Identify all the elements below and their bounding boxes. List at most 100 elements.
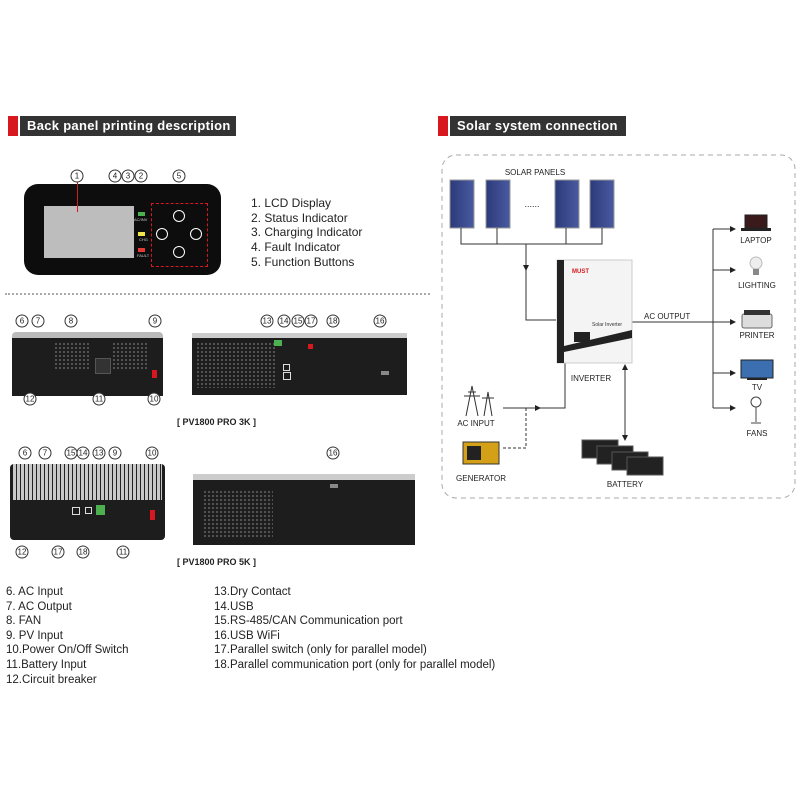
ac-output-label: AC OUTPUT [644,312,690,321]
status-led-label: AC/INV [134,217,148,222]
more-panels-dots: ...... [524,199,539,209]
rs485-port [283,372,291,380]
power-tower-icon [464,385,494,417]
load-label-tv: TV [752,383,763,392]
legend-item: 16.USB WiFi [214,629,280,642]
callout-11: 11 [92,392,106,406]
enter-button[interactable] [190,228,202,240]
power-switch[interactable] [150,510,155,520]
battery-icon [581,439,664,476]
pv1800-3k-side-view [192,333,407,395]
callout-17: 17 [51,545,65,559]
callout-18: 18 [326,314,340,328]
callout-4: 4 [108,169,122,183]
back-panel-legend-right: 13.Dry Contact 14.USB 15.RS-485/CAN Comm… [214,585,495,673]
callout-12: 12 [23,392,37,406]
callout-6: 6 [18,446,32,460]
solar-panels-label: SOLAR PANELS [505,168,565,177]
callout-17: 17 [304,314,318,328]
callout-11: 11 [116,545,130,559]
load-label-lighting: LIGHTING [738,281,776,290]
rs485-port [72,507,80,515]
pv1800-5k-back-view [10,464,165,540]
lcd-display [44,206,134,258]
legend-item: 9. PV Input [6,629,63,642]
setup-button[interactable] [156,228,168,240]
legend-item: 17.Parallel switch (only for parallel mo… [214,644,427,657]
legend-item: 4. Fault Indicator [251,240,341,255]
usb-wifi-port [381,371,389,375]
heatsink [13,464,162,500]
legend-item: 1. LCD Display [251,196,332,210]
fan-grille [54,342,90,370]
pv1800-3k-back-view [12,332,163,396]
up-button[interactable] [173,210,185,222]
callout-1: 1 [70,169,84,183]
legend-item: 14.USB [214,600,254,613]
callout-12: 12 [15,545,29,559]
vent-grille [196,342,276,388]
back-panel-legend-left: 6. AC Input 7. AC Output 8. FAN 9. PV In… [6,585,129,687]
callout-9: 9 [148,314,162,328]
solar-panel-icon [589,179,615,229]
pv1800-5k-side-view [193,474,415,545]
generator-label: GENERATOR [456,474,506,483]
model-label-3k: [ PV1800 PRO 3K ] [177,417,257,427]
inverter-model: Solar Inverter [592,322,622,328]
legend-item: 7. AC Output [6,600,72,613]
legend-item: 13.Dry Contact [214,586,291,598]
legend-item: 2. Status Indicator [251,210,348,225]
ac-input-label: AC INPUT [457,419,494,428]
inverter-label: INVERTER [571,374,612,383]
legend-item: 12.Circuit breaker [6,673,97,686]
callout-13: 13 [260,314,274,328]
solar-panel-icon [449,179,475,229]
tv-icon [740,359,774,380]
charging-led-label: CHG [139,237,148,242]
model-label-5k: [ PV1800 PRO 5K ] [177,557,257,567]
callout-10: 10 [147,392,161,406]
legend-item: 6. AC Input [6,586,63,598]
legend-item: 10.Power On/Off Switch [6,644,129,657]
callout-5: 5 [172,169,186,183]
callout-2: 2 [134,169,148,183]
solar-connection-title: Solar system connection [450,116,626,136]
header-accent [438,116,448,136]
back-panel-title: Back panel printing description [20,116,236,136]
solar-panel-icon [554,179,580,229]
down-button[interactable] [173,246,185,258]
fan-icon [750,396,762,424]
callout-6: 6 [15,314,29,328]
dry-contact [96,505,105,515]
fan-grille [112,342,148,370]
header-accent [8,116,18,136]
usb-port [283,364,290,371]
callout-13: 13 [92,446,106,460]
power-switch[interactable] [152,370,157,378]
usb-port [85,507,92,514]
legend-item: 15.RS-485/CAN Communication port [214,615,403,628]
charging-led [138,232,145,236]
fault-led [138,248,145,252]
legend-item: 11.Battery Input [6,658,87,671]
callout-10: 10 [145,446,159,460]
callout-15: 15 [291,314,305,328]
callout-3: 3 [121,169,135,183]
legend-item: 5. Function Buttons [251,254,355,269]
generator-icon [462,441,500,465]
leader-line [77,182,78,212]
callout-9: 9 [108,446,122,460]
fault-led-label: FAULT [137,253,150,258]
legend-item: 18.Parallel communication port (only for… [214,658,496,671]
load-label-printer: PRINTER [739,331,774,340]
section-divider [5,293,430,295]
callout-16: 16 [326,446,340,460]
callout-8: 8 [64,314,78,328]
light-bulb-icon [749,256,763,275]
parallel-switch [308,344,313,349]
laptop-icon [741,214,771,231]
callout-7: 7 [31,314,45,328]
callout-15: 15 [64,446,78,460]
battery-terminal [95,358,111,374]
